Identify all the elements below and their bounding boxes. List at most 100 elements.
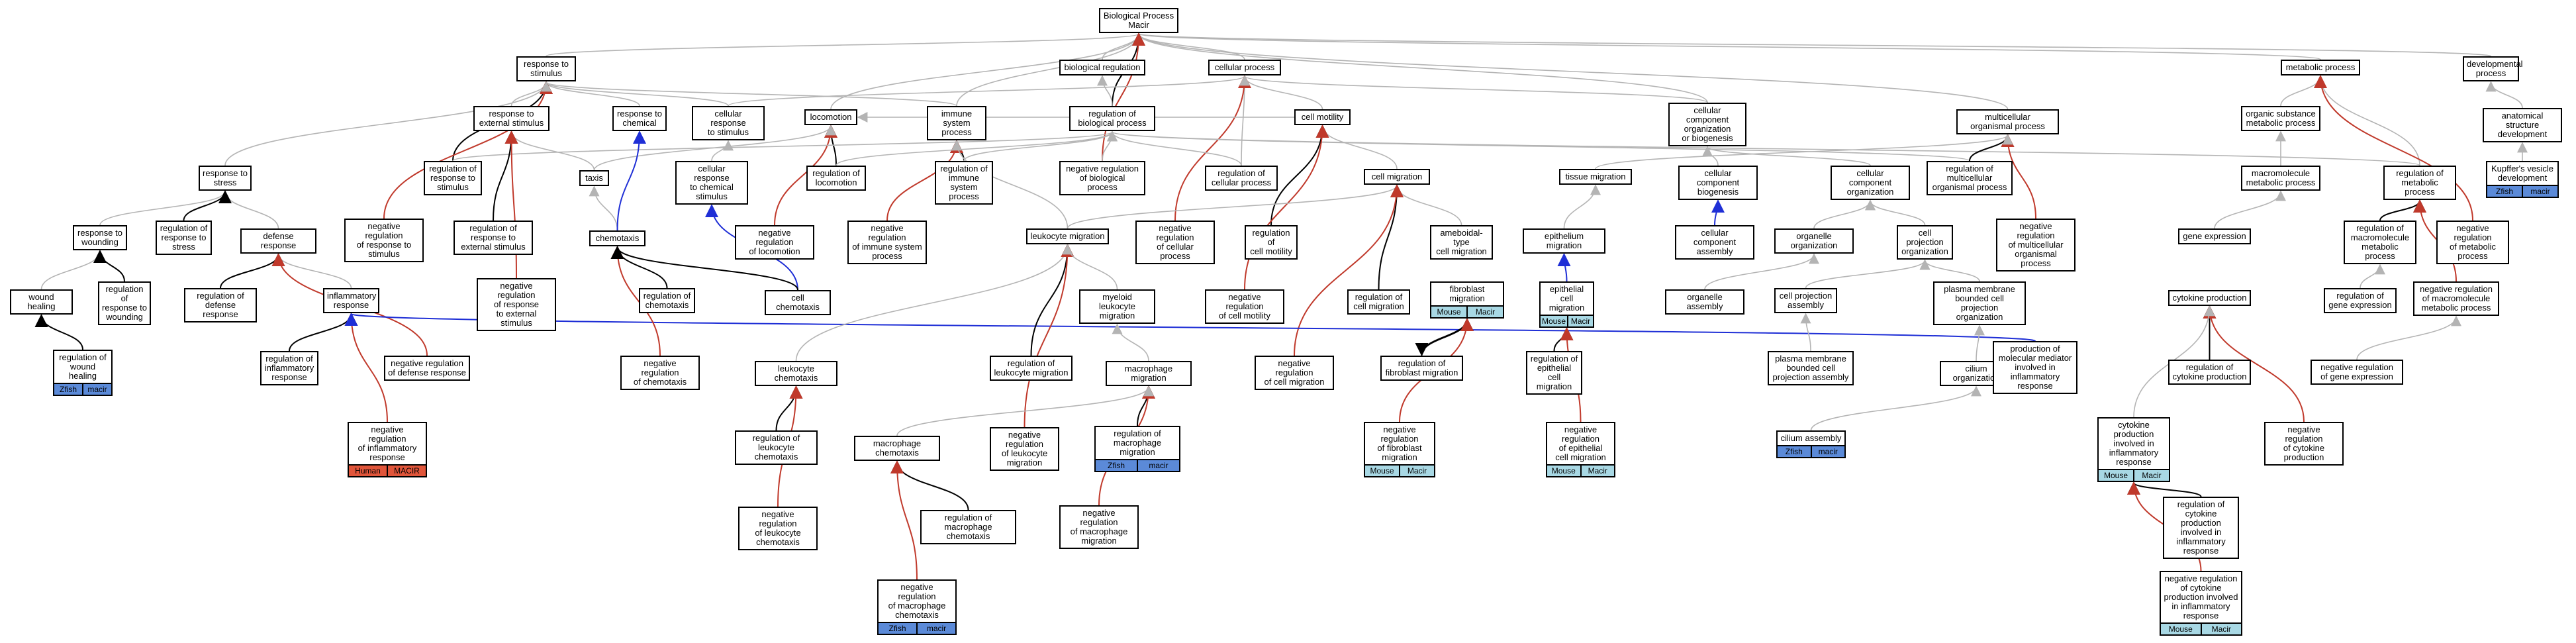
go-term-node[interactable]: negative regulation of cell migration xyxy=(1255,356,1334,390)
go-term-node[interactable]: ameboidal-type cell migration xyxy=(1430,225,1493,260)
go-term-node[interactable]: regulation of inflammatory response xyxy=(260,351,318,385)
go-term-node[interactable]: regulation of response to external stimu… xyxy=(453,221,533,255)
go-term-node[interactable]: cellular component organization xyxy=(1831,166,1910,200)
go-term-node[interactable]: immune system process xyxy=(927,106,986,140)
go-term-node[interactable]: negative regulation of multicellular org… xyxy=(1996,219,2075,272)
go-term-node[interactable]: production of molecular mediator involve… xyxy=(1993,341,2077,394)
go-term-node[interactable]: negative regulation of immune system pro… xyxy=(847,221,927,264)
go-term-node[interactable]: leukocyte migration xyxy=(1026,228,1109,244)
go-term-node[interactable]: negative regulation of gene expression xyxy=(2311,360,2403,385)
go-term-node[interactable]: cellular component biogenesis xyxy=(1678,166,1758,200)
go-term-node[interactable]: anatomical structure development xyxy=(2483,108,2562,142)
go-term-node[interactable]: macrophage migration xyxy=(1106,361,1192,386)
go-term-node[interactable]: cell migration xyxy=(1364,169,1430,185)
go-term-node[interactable]: cellular response to stimulus xyxy=(692,106,765,140)
go-term-node[interactable]: myeloid leukocyte migration xyxy=(1079,289,1155,324)
go-term-node[interactable]: macrophage chemotaxis xyxy=(854,436,940,461)
go-term-node[interactable]: negative regulation of response to stimu… xyxy=(344,219,424,262)
go-term-node[interactable]: negative regulation of defense response xyxy=(384,356,470,381)
go-term-node[interactable]: regulation of cellular process xyxy=(1205,166,1278,191)
go-term-node[interactable]: regulation of response to stress xyxy=(156,221,212,255)
go-term-node[interactable]: regulation of biological process xyxy=(1069,106,1155,131)
go-term-node[interactable]: negative regulation of metabolic process xyxy=(2436,221,2509,264)
go-term-node[interactable]: negative regulation of biological proces… xyxy=(1059,161,1145,195)
go-term-node[interactable]: regulation of cell migration xyxy=(1347,289,1410,315)
go-term-node[interactable]: negative regulation of response to exter… xyxy=(477,278,556,331)
go-term-node[interactable]: negative regulation of locomotion xyxy=(735,225,814,260)
go-term-node[interactable]: macromolecule metabolic process xyxy=(2241,166,2320,191)
go-term-node[interactable]: locomotion xyxy=(804,109,857,125)
go-term-node[interactable]: gene expression xyxy=(2178,228,2251,244)
go-term-node[interactable]: regulation of macromolecule metabolic pr… xyxy=(2344,221,2416,264)
go-term-node[interactable]: negative regulation of fibroblast migrat… xyxy=(1364,422,1435,477)
go-term-node[interactable]: response to stress xyxy=(199,166,252,191)
go-term-node[interactable]: negative regulation of cell motility xyxy=(1205,289,1284,324)
go-term-node[interactable]: cell projection assembly xyxy=(1774,288,1837,313)
go-term-node[interactable]: chemotaxis xyxy=(589,230,645,246)
go-term-node[interactable]: negative regulation of leukocyte migrati… xyxy=(990,427,1059,471)
go-term-node[interactable]: biological regulation xyxy=(1059,60,1145,75)
go-term-node[interactable]: cytokine production xyxy=(2168,290,2251,306)
go-term-node[interactable]: regulation of epithelial cell migration xyxy=(1526,351,1582,395)
go-term-node[interactable]: negative regulation of epithelial cell m… xyxy=(1546,422,1615,477)
go-term-node[interactable]: plasma membrane bounded cell projection … xyxy=(1768,351,1854,385)
go-term-node[interactable]: response to stimulus xyxy=(516,56,576,81)
go-term-node[interactable]: cell chemotaxis xyxy=(765,290,831,315)
go-term-node[interactable]: wound healing xyxy=(10,289,73,315)
go-term-node[interactable]: cell motility xyxy=(1294,109,1351,125)
go-term-node[interactable]: regulation of leukocyte chemotaxis xyxy=(735,430,818,465)
go-term-node[interactable]: taxis xyxy=(579,170,609,186)
go-term-node[interactable]: cytokine production involved in inflamma… xyxy=(2097,417,2170,482)
go-term-node[interactable]: cellular process xyxy=(1208,60,1281,75)
go-term-node[interactable]: regulation of metabolic process xyxy=(2383,166,2456,200)
go-term-node[interactable]: regulation of cell motility xyxy=(1245,225,1298,260)
go-term-node[interactable]: negative regulation of inflammatory resp… xyxy=(348,422,427,477)
go-term-node[interactable]: negative regulation of macrophage migrat… xyxy=(1059,505,1139,549)
go-term-node[interactable]: negative regulation of chemotaxis xyxy=(620,356,700,390)
go-term-node[interactable]: leukocyte chemotaxis xyxy=(755,361,837,386)
go-term-node[interactable]: regulation of cytokine production involv… xyxy=(2163,497,2239,559)
go-term-node[interactable]: negative regulation of leukocyte chemota… xyxy=(738,507,818,550)
go-term-node[interactable]: plasma membrane bounded cell projection … xyxy=(1933,281,2026,325)
go-term-node[interactable]: regulation of multicellular organismal p… xyxy=(1927,161,2013,195)
go-term-node[interactable]: multicellular organismal process xyxy=(1956,109,2059,134)
go-term-node[interactable]: cell projection organization xyxy=(1897,225,1953,260)
go-term-node[interactable]: developmental process xyxy=(2463,56,2523,81)
go-term-node[interactable]: regulation of locomotion xyxy=(806,166,866,191)
go-term-node[interactable]: cellular component assembly xyxy=(1675,225,1754,260)
go-term-node[interactable]: Biological Process Macir xyxy=(1099,8,1178,33)
go-term-node[interactable]: negative regulation of macromolecule met… xyxy=(2413,281,2499,316)
go-term-node[interactable]: response to chemical xyxy=(612,106,667,131)
go-term-node[interactable]: cellular response to chemical stimulus xyxy=(675,161,748,205)
go-term-node[interactable]: negative regulation of cytokine producti… xyxy=(2160,571,2242,636)
go-term-node[interactable]: epithelium migration xyxy=(1523,228,1605,254)
go-term-node[interactable]: regulation of cytokine production xyxy=(2168,360,2251,385)
go-term-node[interactable]: organelle assembly xyxy=(1665,289,1744,315)
go-term-node[interactable]: organelle organization xyxy=(1774,228,1854,254)
go-term-node[interactable]: regulation of chemotaxis xyxy=(639,288,695,313)
go-term-node[interactable]: tissue migration xyxy=(1559,169,1632,185)
go-term-node[interactable]: negative regulation of cellular process xyxy=(1135,221,1215,264)
go-term-node[interactable]: response to external stimulus xyxy=(473,106,549,131)
go-term-node[interactable]: metabolic process xyxy=(2281,60,2360,75)
go-term-node[interactable]: regulation of fibroblast migration xyxy=(1380,356,1463,381)
go-term-node[interactable]: negative regulation of cytokine producti… xyxy=(2264,422,2344,466)
go-term-node[interactable]: defense response xyxy=(240,228,316,254)
go-term-node[interactable]: regulation of leukocyte migration xyxy=(990,356,1073,381)
go-term-node[interactable]: cellular component organization or bioge… xyxy=(1668,103,1746,146)
go-term-node[interactable]: organic substance metabolic process xyxy=(2241,106,2320,131)
go-term-node[interactable]: regulation of macrophage chemotaxis xyxy=(920,510,1016,544)
go-term-node[interactable]: regulation of gene expression xyxy=(2324,288,2397,313)
go-term-node[interactable]: regulation of response to wounding xyxy=(98,281,151,325)
go-term-node[interactable]: regulation of response to stimulus xyxy=(424,161,482,195)
go-term-node[interactable]: regulation of immune system process xyxy=(935,161,993,205)
go-term-node[interactable]: negative regulation of macrophage chemot… xyxy=(877,579,957,635)
go-term-node[interactable]: inflammatory response xyxy=(323,288,379,313)
go-term-node[interactable]: regulation of defense response xyxy=(184,288,257,322)
